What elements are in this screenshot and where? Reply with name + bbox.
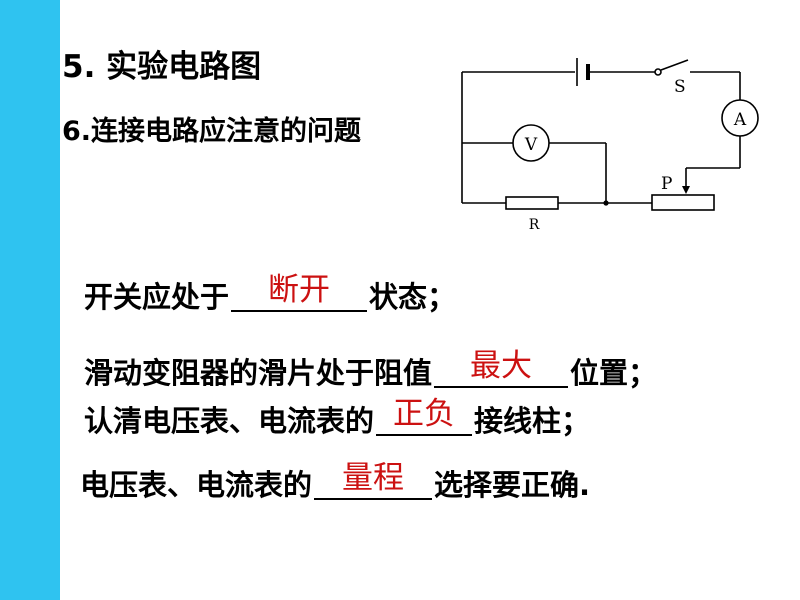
resistor-label: R: [529, 217, 540, 233]
slider-label: P: [661, 174, 672, 194]
note-3-blank: 正负: [376, 399, 473, 436]
resistor-r: [505, 196, 559, 210]
note-2-answer: 最大: [470, 348, 533, 384]
sidebar-stripe: [0, 0, 60, 600]
junction-dot: [603, 200, 609, 206]
note-line-3: 认清电压表、电流表的 正负 接线柱；: [84, 399, 591, 438]
voltmeter-label: V: [524, 135, 538, 155]
note-line-2: 滑动变阻器的滑片处于阻值 最大 位置；: [84, 351, 658, 390]
heading-connection-notes: 6.连接电路应注意的问题: [62, 116, 362, 147]
note-2-after: 位置；: [570, 356, 658, 390]
note-3-after: 接线柱；: [474, 404, 591, 438]
note-line-1: 开关应处于 断开 状态；: [84, 275, 457, 314]
note-3-before: 认清电压表、电流表的: [84, 404, 375, 438]
circuit-diagram: S A V P R: [461, 58, 759, 233]
note-1-before: 开关应处于: [84, 280, 230, 314]
heading-circuit-diagram: 5. 实验电路图: [62, 49, 262, 85]
ammeter-label: A: [733, 110, 747, 130]
note-1-blank: 断开: [231, 275, 368, 312]
note-3-answer: 正负: [393, 396, 456, 432]
note-4-after: 选择要正确.: [434, 468, 591, 502]
note-1-after: 状态；: [369, 280, 457, 314]
slider-arrow: [682, 186, 690, 194]
switch-label: S: [674, 77, 686, 97]
note-2-before: 滑动变阻器的滑片处于阻值: [84, 356, 433, 390]
note-line-4: 电压表、电流表的 量程 选择要正确.: [80, 463, 591, 502]
note-4-answer: 量程: [342, 460, 405, 496]
note-1-answer: 断开: [268, 272, 331, 308]
note-2-blank: 最大: [434, 351, 569, 388]
rheostat: [651, 194, 715, 211]
note-4-blank: 量程: [314, 463, 433, 500]
switch-contact-left: [654, 68, 662, 76]
switch-lever: [660, 59, 689, 71]
note-4-before: 电压表、电流表的: [80, 468, 313, 502]
